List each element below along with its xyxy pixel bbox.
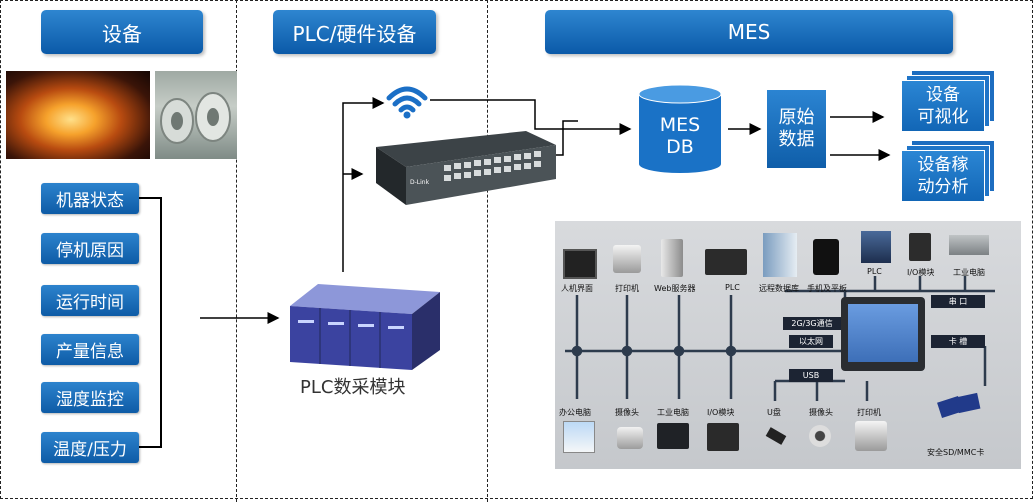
column-divider-left [236, 0, 237, 502]
central-hmi-panel [841, 297, 925, 371]
mes-db-line1: MES [659, 114, 701, 136]
column-divider-right [487, 0, 488, 502]
output-visualization: 设备 可视化 [901, 70, 996, 134]
label-io-module-right: I/O模块 [907, 268, 935, 277]
label-web-server: Web服务器 [654, 284, 696, 293]
raw-data-box: 原始 数据 [767, 90, 826, 168]
plc-top-right-icon [861, 231, 891, 263]
industrial-pc-bottom-icon [657, 423, 689, 449]
mes-db-line2: DB [666, 136, 694, 158]
steel-coil-photo [6, 71, 150, 159]
usb-printer-icon [855, 421, 887, 451]
label-usb-camera: 摄像头 [809, 408, 833, 417]
header-plc-hardware: PLC/硬件设备 [273, 10, 436, 54]
io-module-bottom-icon [707, 423, 739, 451]
label-plc: PLC [725, 283, 740, 292]
status-stop-reason: 停机原因 [41, 233, 139, 264]
status-machine-state: 机器状态 [41, 183, 139, 214]
io-module-icon [909, 233, 931, 261]
label-plc-right: PLC [867, 267, 882, 276]
status-humidity-monitor: 湿度监控 [41, 382, 139, 413]
header-mes: MES [545, 10, 953, 54]
tag-serial: 串 口 [931, 295, 985, 308]
raw-data-line1: 原始 [778, 107, 815, 128]
metal-rolls-photo [155, 71, 237, 159]
mes-db-cylinder: MES DB [638, 84, 722, 174]
label-sd-card: 安全SD/MMC卡 [927, 448, 985, 457]
raw-data-line2: 数据 [778, 129, 815, 150]
plc-unit-icon [705, 249, 747, 275]
label-io-module-bottom: I/O模块 [707, 408, 735, 417]
web-server-icon [661, 239, 683, 277]
remote-database-icon [763, 233, 797, 277]
camera-icon [617, 427, 643, 449]
usb-camera-icon [809, 425, 831, 447]
sd-cards-icon [937, 391, 983, 423]
tag-usb: USB [789, 369, 833, 382]
label-printer: 打印机 [615, 284, 639, 293]
label-usb-drive: U盘 [767, 408, 781, 417]
output-utilization-analysis: 设备稼 动分析 [901, 140, 996, 204]
label-industrial-pc-right: 工业电脑 [953, 268, 985, 277]
label-remote-db: 远程数据库 [759, 284, 799, 293]
mobile-tablet-icon [813, 239, 839, 275]
industrial-pc-icon [949, 235, 989, 255]
status-run-time: 运行时间 [41, 285, 139, 316]
network-topology-diagram: 人机界面 打印机 Web服务器 PLC 远程数据库 手机及平板 PLC I/O模… [555, 221, 1021, 469]
plc-module-icon [290, 284, 440, 370]
output-analysis-line1: 设备稼 [917, 155, 969, 175]
label-usb-printer: 打印机 [857, 408, 881, 417]
output-analysis-line2: 动分析 [917, 177, 969, 197]
office-pc-icon [563, 421, 595, 453]
output-visualization-line2: 可视化 [917, 107, 969, 127]
tag-2g3g: 2G/3G通信 [783, 317, 841, 330]
hmi-monitor-icon [563, 249, 597, 279]
label-camera: 摄像头 [615, 408, 639, 417]
network-switch: D-Link [366, 127, 558, 209]
tag-ethernet: 以太网 [789, 335, 833, 348]
label-hmi: 人机界面 [561, 284, 593, 293]
output-visualization-line1: 设备 [926, 85, 960, 105]
label-industrial-pc-bottom: 工业电脑 [657, 408, 689, 417]
header-equipment: 设备 [41, 10, 203, 54]
tag-card-slot: 卡 槽 [931, 335, 985, 348]
label-office-pc: 办公电脑 [559, 408, 591, 417]
switch-brand: D-Link [410, 179, 430, 186]
status-temperature-pressure: 温度/压力 [41, 432, 139, 463]
plc-module-label: PLC数采模块 [300, 377, 406, 398]
wifi-icon [386, 86, 428, 119]
printer-icon [613, 245, 641, 273]
status-output-info: 产量信息 [41, 334, 139, 365]
label-mobile-tablet: 手机及平板 [807, 284, 847, 293]
